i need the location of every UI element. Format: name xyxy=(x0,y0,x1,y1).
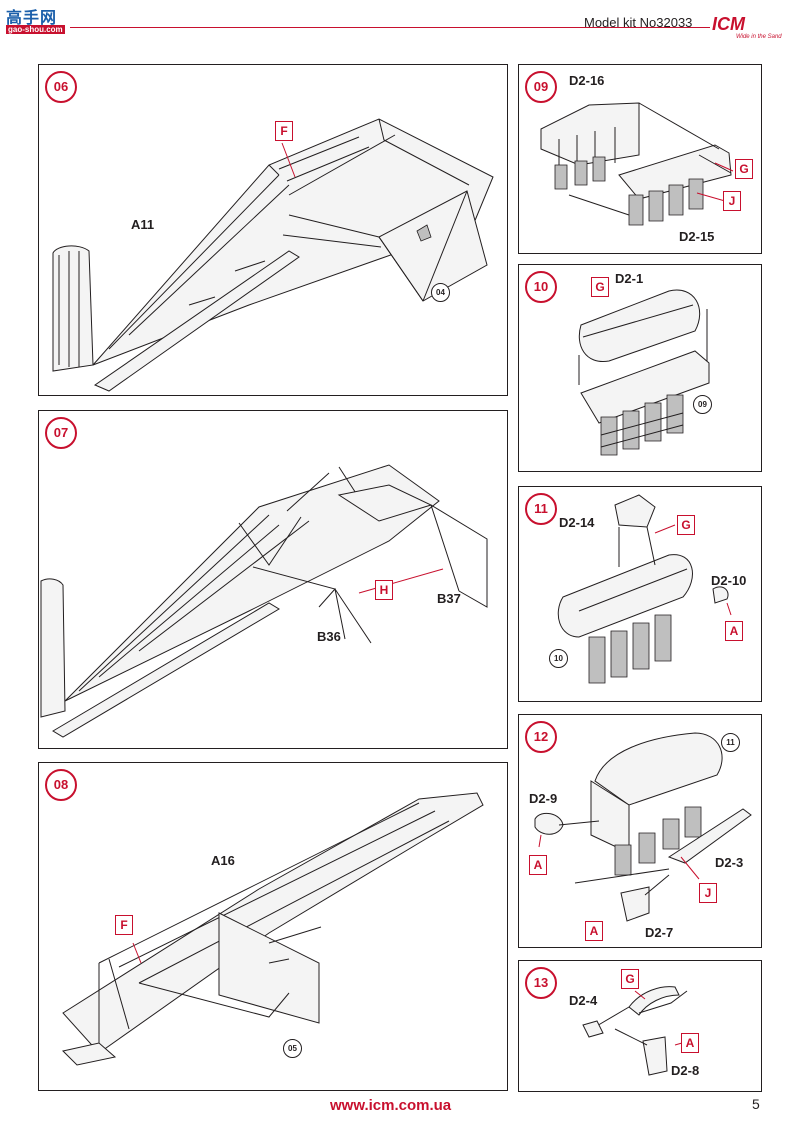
page-number: 5 xyxy=(752,1096,760,1112)
fuselage-frame-drawing xyxy=(52,118,494,392)
icm-logo: ICM Wide in the Sand xyxy=(712,14,786,44)
step-number-10: 10 xyxy=(525,271,557,303)
engine-assembly-drawing xyxy=(534,732,752,922)
step-06-panel: 06 F A11 04 xyxy=(38,64,508,396)
part-label-d2-10: D2-10 xyxy=(711,573,747,588)
paint-code-a: A xyxy=(681,1033,699,1053)
page-title: Model kit No32033 xyxy=(584,15,693,30)
step-12-panel: 12 11 D2-9 A D2-3 J A D2-7 xyxy=(518,714,762,948)
step-10-panel: 10 G D2-1 09 xyxy=(518,264,762,472)
engine-mount-drawing xyxy=(582,986,690,1076)
part-label-a11: A11 xyxy=(131,217,155,232)
step-13-panel: 13 G D2-4 A D2-8 xyxy=(518,960,762,1092)
footer-website-link[interactable]: www.icm.com.ua xyxy=(330,1097,452,1114)
step-08-panel: 08 A16 F 05 xyxy=(38,762,508,1091)
site-logo-text: 高手网 xyxy=(6,10,58,27)
fuselage-struts-drawing xyxy=(40,464,488,738)
reference-step-10: 10 xyxy=(549,649,568,668)
paint-code-g: G xyxy=(621,969,639,989)
reference-step-04: 04 xyxy=(431,283,450,302)
step-number-06: 06 xyxy=(45,71,77,103)
step-number-11: 11 xyxy=(525,493,557,525)
step-07-panel: 07 H B37 B36 xyxy=(38,410,508,749)
part-label-d2-3: D2-3 xyxy=(715,855,744,870)
step-11-panel: 11 D2-14 G D2-10 A 10 xyxy=(518,486,762,702)
part-label-d2-8: D2-8 xyxy=(671,1063,700,1078)
header-rule xyxy=(70,27,710,28)
site-watermark-logo: 高手网 gao-shou.com xyxy=(6,4,70,38)
engine-cover-drawing xyxy=(578,289,710,456)
site-logo-url: gao-shou.com xyxy=(6,25,65,34)
part-label-b37: B37 xyxy=(437,591,461,606)
step-number-13: 13 xyxy=(525,967,557,999)
paint-code-a: A xyxy=(529,855,547,875)
brand-name: ICM xyxy=(712,14,745,34)
paint-code-f: F xyxy=(275,121,293,141)
step-number-12: 12 xyxy=(525,721,557,753)
paint-code-g: G xyxy=(591,277,609,297)
reference-step-05: 05 xyxy=(283,1039,302,1058)
part-label-b36: B36 xyxy=(317,629,341,644)
paint-code-j: J xyxy=(723,191,741,211)
part-label-d2-16: D2-16 xyxy=(569,73,605,88)
step-number-09: 09 xyxy=(525,71,557,103)
part-label-d2-14: D2-14 xyxy=(559,515,595,530)
part-label-d2-1: D2-1 xyxy=(615,271,644,286)
reference-step-09: 09 xyxy=(693,395,712,414)
brand-tagline: Wide in the Sand xyxy=(736,34,782,40)
paint-code-a: A xyxy=(725,621,743,641)
part-label-d2-7: D2-7 xyxy=(645,925,674,940)
part-label-d2-9: D2-9 xyxy=(529,791,558,806)
paint-code-a: A xyxy=(585,921,603,941)
engine-manifold-drawing xyxy=(557,494,732,684)
part-label-a16: A16 xyxy=(211,853,235,868)
part-label-d2-4: D2-4 xyxy=(569,993,598,1008)
paint-code-f: F xyxy=(115,915,133,935)
paint-code-h: H xyxy=(375,580,393,600)
part-label-d2-15: D2-15 xyxy=(679,229,715,244)
step-number-07: 07 xyxy=(45,417,77,449)
paint-code-j: J xyxy=(699,883,717,903)
step-number-08: 08 xyxy=(45,769,77,801)
reference-step-11: 11 xyxy=(721,733,740,752)
engine-block-drawing xyxy=(540,102,734,226)
fuselage-half-drawing xyxy=(62,792,484,1066)
step-09-panel: 09 D2-16 G J D2-15 xyxy=(518,64,762,254)
paint-code-g: G xyxy=(735,159,753,179)
paint-code-g: G xyxy=(677,515,695,535)
